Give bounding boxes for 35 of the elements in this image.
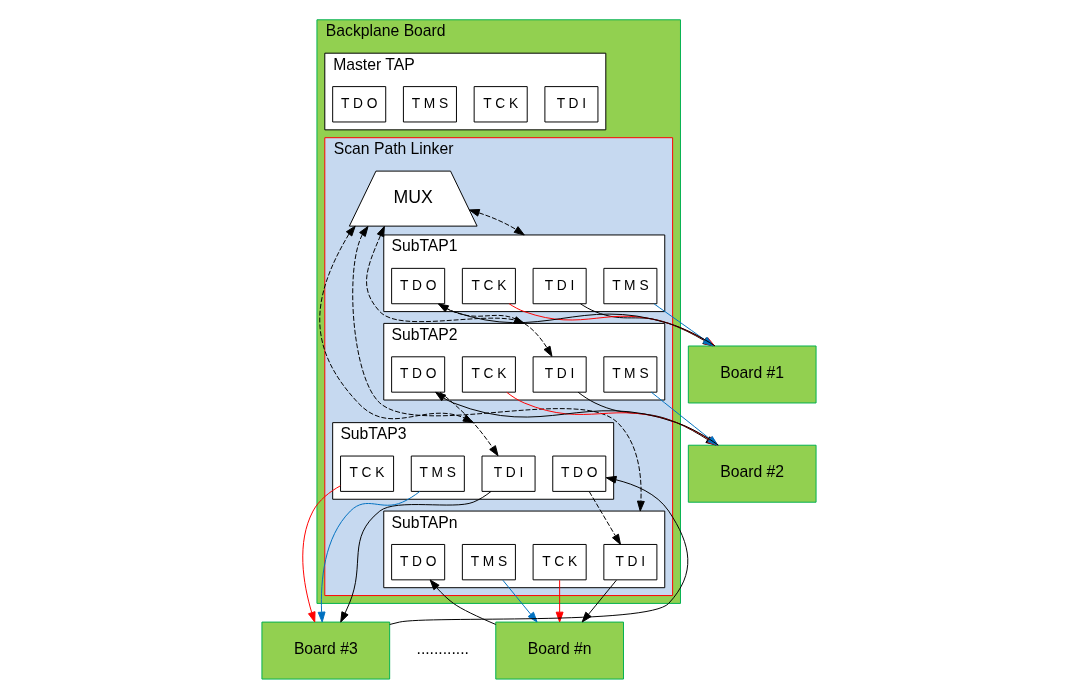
arrow [438,303,553,357]
arrow [439,391,499,457]
label: ............ [416,640,469,658]
node-box: T M S [461,543,516,581]
node-box: T M S [603,356,658,393]
node-box: T D O [391,356,446,393]
node-box: T M S [603,267,658,305]
node-box: Board #2 [687,444,817,503]
node-box: T D I [544,86,599,123]
node-box: Board #n [495,621,624,680]
arrow [302,485,341,623]
node-box: T D I [603,543,658,581]
arrow [588,491,621,545]
node-box: T C K [461,356,516,393]
arrow [468,209,525,236]
node-box: T D I [481,455,536,492]
node-box: T D O [332,86,387,123]
node-box: T D I [532,356,587,393]
node-box: T D O [391,267,446,305]
node-box: T C K [461,267,516,305]
node-box: T D O [391,543,446,581]
arrow [317,490,421,623]
node-box: T M S [402,86,457,123]
node-box: Board #1 [687,345,817,404]
node-box: T C K [340,455,395,492]
node-box: T C K [473,86,528,123]
node-box: T C K [532,543,587,581]
arrow [352,225,645,512]
node-box: Board #3 [261,621,391,680]
arrow [340,490,492,623]
arrow [502,579,538,623]
node-box: T D I [532,267,587,305]
arrow [429,579,497,625]
node-box: T M S [410,455,465,492]
node-box: T D O [552,455,607,492]
